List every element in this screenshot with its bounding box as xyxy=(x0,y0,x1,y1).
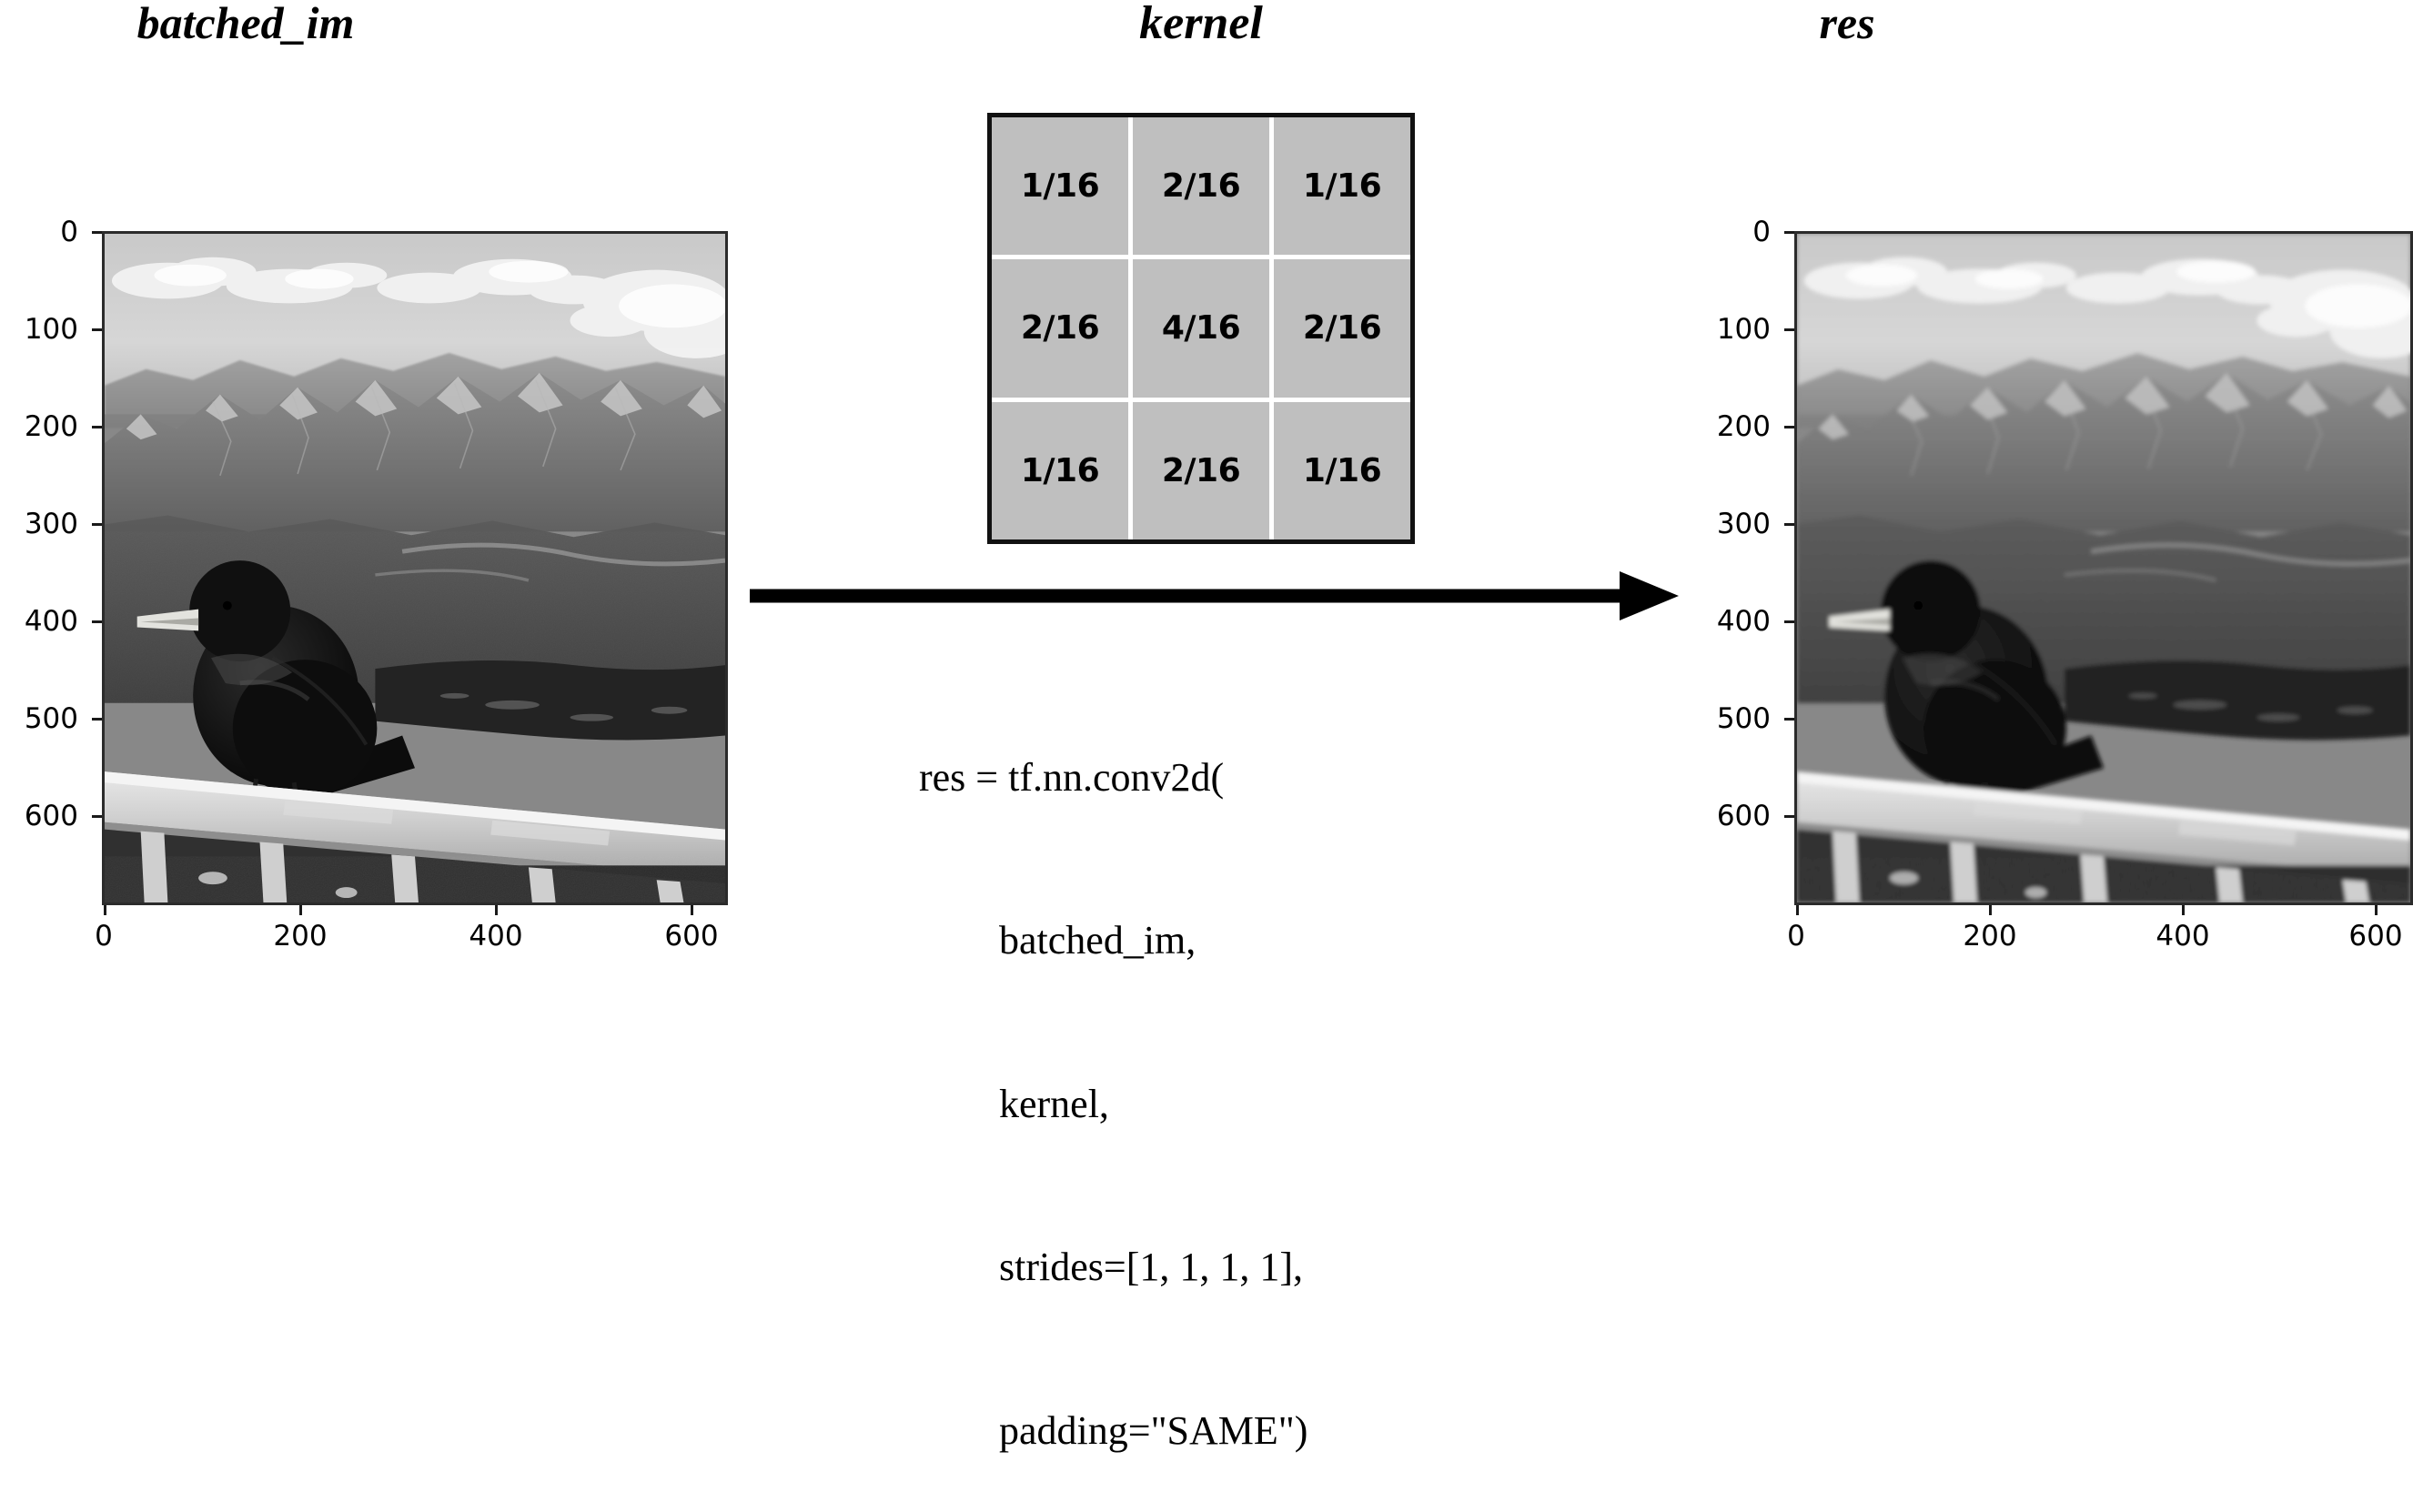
left-xtick-mark-0 xyxy=(104,905,106,915)
right-panel-title: res xyxy=(1819,0,1875,48)
right-xtick-mark-400 xyxy=(2182,905,2185,915)
transform-arrow-icon xyxy=(746,564,1683,628)
kernel-cell-r0c1: 2/16 xyxy=(1133,117,1269,256)
kernel-matrix: 1/16 2/16 1/16 2/16 4/16 2/16 1/16 2/16 … xyxy=(987,113,1415,544)
code-line-3: kernel, xyxy=(919,1081,1109,1126)
right-ytick-mark-200 xyxy=(1784,426,1794,428)
right-ytick-label-100: 100 xyxy=(1716,313,1771,346)
left-xtick-label-600: 600 xyxy=(664,920,719,953)
left-ytick-mark-500 xyxy=(92,718,102,721)
kernel-cell-r1c0: 2/16 xyxy=(992,259,1128,398)
right-xtick-mark-200 xyxy=(1989,905,1992,915)
left-xtick-mark-400 xyxy=(495,905,498,915)
left-xtick-label-200: 200 xyxy=(273,920,328,953)
right-ytick-mark-600 xyxy=(1784,815,1794,818)
arrow-svg xyxy=(750,571,1679,620)
left-ytick-mark-0 xyxy=(92,231,102,234)
left-xtick-mark-200 xyxy=(299,905,302,915)
left-ytick-mark-300 xyxy=(92,523,102,526)
kernel-cell-r1c2: 2/16 xyxy=(1274,259,1410,398)
kernel-cell-r2c2: 1/16 xyxy=(1274,401,1410,539)
left-ytick-mark-100 xyxy=(92,328,102,331)
res-image xyxy=(1794,231,2413,905)
right-ytick-label-200: 200 xyxy=(1716,410,1771,443)
code-line-5: padding="SAME") xyxy=(919,1407,1308,1453)
kernel-title: kernel xyxy=(1139,0,1263,49)
right-figure-panel: res 0 100 200 300 400 500 600 xyxy=(1692,0,2413,990)
kernel-cell-r0c2: 1/16 xyxy=(1274,117,1410,256)
right-xtick-mark-0 xyxy=(1796,905,1799,915)
right-xtick-label-600: 600 xyxy=(2348,920,2403,953)
left-ytick-label-400: 400 xyxy=(24,605,78,638)
right-ytick-label-500: 500 xyxy=(1716,702,1771,735)
right-xtick-label-400: 400 xyxy=(2156,920,2210,953)
code-line-2: batched_im, xyxy=(919,918,1196,963)
right-xtick-mark-600 xyxy=(2375,905,2378,915)
right-ytick-label-300: 300 xyxy=(1716,508,1771,540)
left-ytick-label-100: 100 xyxy=(24,313,78,346)
right-ytick-mark-100 xyxy=(1784,328,1794,331)
left-xtick-mark-600 xyxy=(691,905,693,915)
right-ytick-label-600: 600 xyxy=(1716,800,1771,832)
kernel-panel: kernel 1/16 2/16 1/16 2/16 4/16 2/16 1/1… xyxy=(964,0,1438,564)
left-ytick-label-600: 600 xyxy=(24,800,78,832)
right-xtick-label-0: 0 xyxy=(1787,920,1805,953)
right-ytick-mark-400 xyxy=(1784,620,1794,623)
left-xtick-label-0: 0 xyxy=(95,920,113,953)
right-xtick-label-200: 200 xyxy=(1963,920,2017,953)
right-ytick-label-0: 0 xyxy=(1752,216,1771,248)
right-ytick-mark-500 xyxy=(1784,718,1794,721)
kernel-cell-r0c0: 1/16 xyxy=(992,117,1128,256)
res-svg xyxy=(1797,234,2410,902)
right-ytick-mark-0 xyxy=(1784,231,1794,234)
left-xtick-label-400: 400 xyxy=(469,920,523,953)
left-panel-title: batched_im xyxy=(136,0,355,48)
left-ytick-mark-200 xyxy=(92,426,102,428)
right-ytick-mark-300 xyxy=(1784,523,1794,526)
bird-silhouette xyxy=(136,560,415,821)
code-line-4: strides=[1, 1, 1, 1], xyxy=(919,1245,1303,1290)
batched-im-svg xyxy=(105,234,725,902)
left-ytick-label-200: 200 xyxy=(24,410,78,443)
left-ytick-mark-400 xyxy=(92,620,102,623)
left-ytick-label-300: 300 xyxy=(24,508,78,540)
batched-im-image xyxy=(102,231,728,905)
kernel-cell-r2c1: 2/16 xyxy=(1133,401,1269,539)
kernel-cell-r1c1: 4/16 xyxy=(1133,259,1269,398)
kernel-cell-r2c0: 1/16 xyxy=(992,401,1128,539)
code-line-1: res = tf.nn.conv2d( xyxy=(919,754,1225,800)
code-snippet: res = tf.nn.conv2d( batched_im, kernel, … xyxy=(919,641,1519,1512)
right-ytick-label-400: 400 xyxy=(1716,605,1771,638)
left-figure-panel: batched_im 0 100 200 300 400 500 600 xyxy=(0,0,728,990)
left-ytick-label-500: 500 xyxy=(24,702,78,735)
left-ytick-mark-600 xyxy=(92,815,102,818)
left-ytick-label-0: 0 xyxy=(60,216,78,248)
